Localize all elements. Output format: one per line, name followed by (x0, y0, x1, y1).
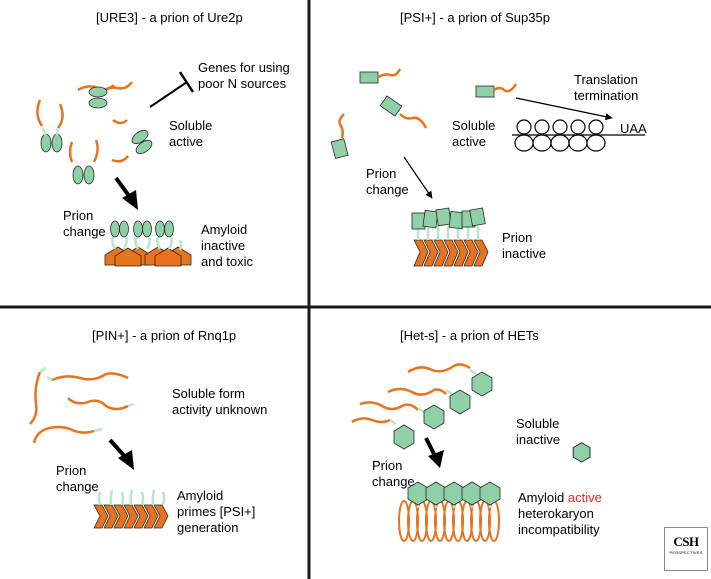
translation-arrow (515, 97, 613, 121)
pin-title: [PIN+] - a prion of Rnq1p (92, 328, 237, 343)
psi-prion-change-arrow (403, 156, 433, 199)
hets-soluble-proteins (351, 363, 591, 463)
pin-amyloid (93, 489, 169, 529)
ure3-amyloid (104, 220, 192, 267)
psi-amyloid (411, 207, 489, 267)
csh-perspectives-logo: CSH PERSPECTIVES (664, 527, 708, 571)
pin-soluble-proteins (29, 366, 135, 444)
ure3-title: [URE3] - a prion of Ure2p (96, 10, 243, 25)
ribosomes (514, 119, 606, 152)
psi-soluble-proteins (330, 68, 518, 159)
hets-amyloid (398, 481, 501, 542)
psi-title: [PSI+] - a prion of Sup35p (400, 10, 550, 25)
ure3-inhibition-line (149, 81, 188, 108)
psi-uaa-label: UAA (620, 121, 647, 136)
hets-active-word: active (567, 490, 602, 505)
ure3-soluble-proteins (36, 81, 153, 185)
hets-title: [Het-s] - a prion of HETs (400, 328, 539, 343)
